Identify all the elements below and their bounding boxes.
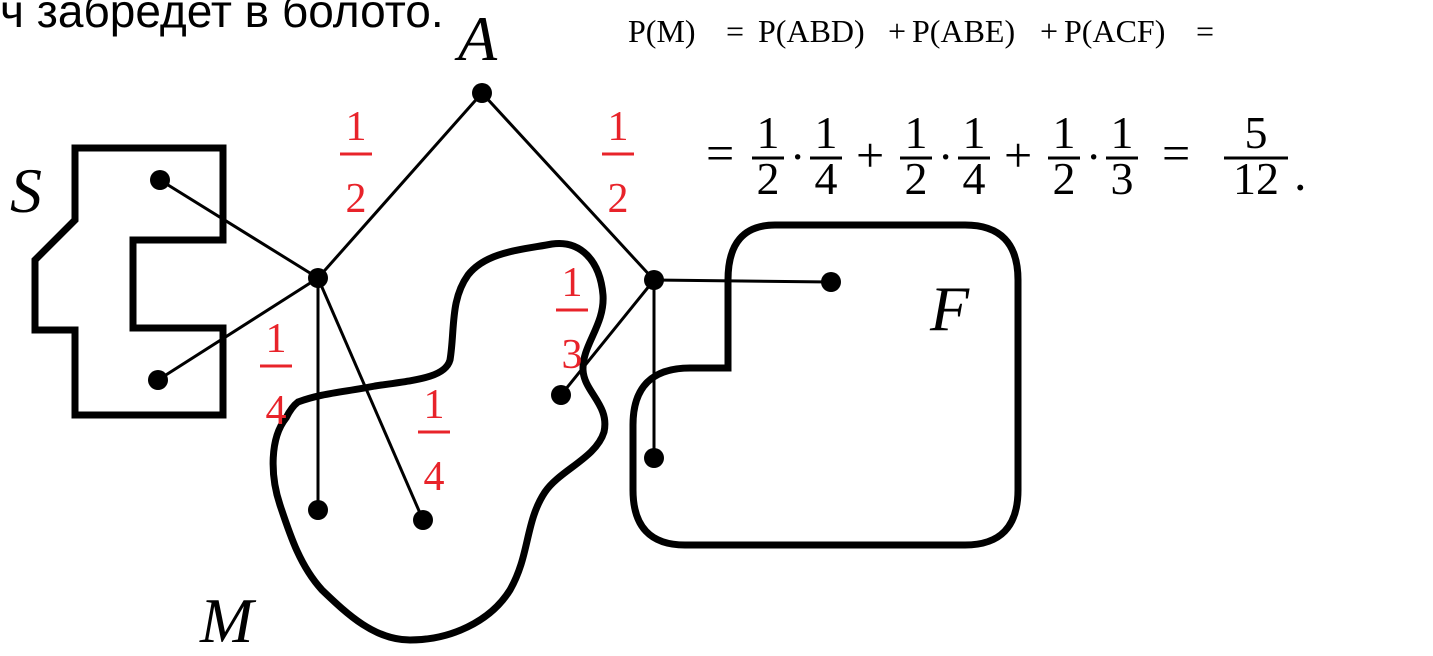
dot-1: · [790,131,805,182]
f3-den: 2 [905,153,928,204]
prob-ac: 1 2 [602,104,634,222]
formula-eq-1: = [726,13,744,49]
dot-2: · [938,131,953,182]
prob-ac-den: 2 [608,176,629,222]
prob-ac-num: 1 [608,104,629,150]
f4-num: 1 [963,107,986,158]
node-c [644,270,664,290]
node-s-upper [150,170,170,190]
formula-term-1: P(ABD) [758,13,865,49]
prob-ab-den: 2 [346,176,367,222]
plus-b: + [1004,127,1032,183]
dot-3: · [1086,131,1101,182]
prob-cf-den: 3 [562,332,583,378]
plus-a: + [856,127,884,183]
node-d [308,500,328,520]
formula-eq-2: = [1196,13,1214,49]
node-a [472,83,492,103]
prob-bd-den: 4 [266,388,287,434]
result-num: 5 [1245,107,1268,158]
f1-num: 1 [757,107,780,158]
prob-ab: 1 2 [340,104,372,222]
formula-line-2: = 1 2 · 1 4 + 1 2 · 1 4 + 1 2 · 1 3 = [706,107,1307,204]
edge-b-s-lower [157,276,319,382]
prob-ab-num: 1 [346,104,367,150]
label-f: F [929,273,970,344]
f3-num: 1 [905,107,928,158]
f6-den: 3 [1111,153,1134,204]
node-b [308,268,328,288]
node-f-top [821,272,841,292]
f2-den: 4 [815,153,838,204]
formula2-eq-lead: = [706,125,734,181]
label-m: M [199,585,257,651]
edge-c-f [559,279,656,396]
prob-bd-num: 1 [266,316,287,362]
label-s: S [10,155,42,226]
prob-cf: 1 3 [556,260,588,378]
node-e [413,510,433,530]
formula-term-3: P(ACF) [1064,13,1165,49]
f1-den: 2 [757,153,780,204]
node-f-bottom [644,448,664,468]
formula-plus-1: + [888,13,906,49]
formula-lhs: P(M) [628,13,696,49]
formula-term-2: P(ABE) [912,13,1015,49]
f6-num: 1 [1111,107,1134,158]
result-den: 12 [1233,153,1279,204]
node-s-lower [148,370,168,390]
node-m-right [551,385,571,405]
prob-cf-num: 1 [562,260,583,306]
edge-a-c [480,91,656,282]
label-a: A [454,3,498,74]
edge-b-s-upper [159,178,319,280]
prob-be: 1 4 [418,382,450,500]
edge-a-b [316,92,484,279]
f2-num: 1 [815,107,838,158]
prob-be-den: 4 [424,454,445,500]
formula-period: . [1294,145,1307,201]
formula-plus-2: + [1040,13,1058,49]
region-m-outline [269,240,609,644]
f5-den: 2 [1053,153,1076,204]
edge-b-e [316,277,425,521]
f5-num: 1 [1053,107,1076,158]
edge-c-f-top [653,278,832,284]
region-s-outline [31,144,227,419]
formula2-eq-final: = [1162,125,1190,181]
prob-be-num: 1 [424,382,445,428]
prob-bd: 1 4 [260,316,292,434]
formula-line-1: P(M) = P(ABD) + P(ABE) + P(ACF) = [628,13,1214,49]
f4-den: 4 [963,153,986,204]
caption-text: ч забредет в болото. [0,0,444,37]
